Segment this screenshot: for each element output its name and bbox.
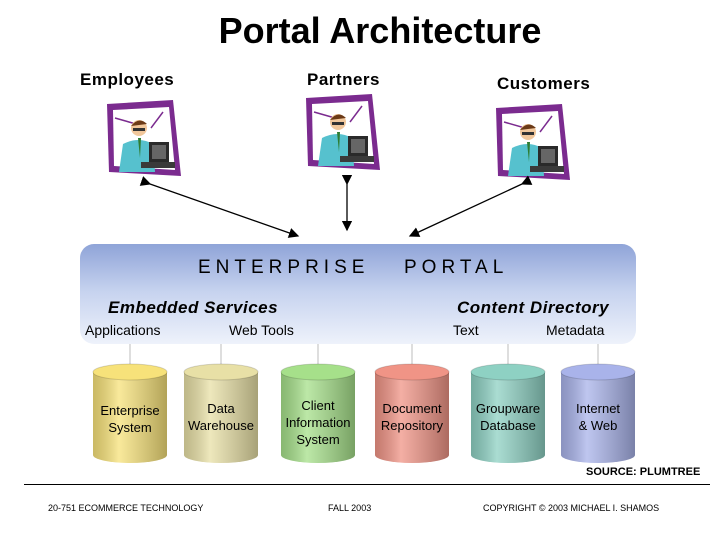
enterprise-portal-band [80, 244, 636, 344]
groupware-database-label: Groupware Database [475, 401, 541, 433]
client-information-system-cylinder [280, 363, 356, 463]
customers-label: Customers [497, 74, 591, 93]
document-repository-cylinder [374, 363, 450, 463]
embedded-services-heading: Embedded Services [108, 298, 279, 317]
enterprise-system-cylinder [92, 363, 168, 463]
employees-arrow [139, 176, 300, 238]
footer-course: 20-751 ECOMMERCE TECHNOLOGY [48, 503, 204, 513]
footer-divider [24, 484, 710, 485]
text-label: Text [453, 322, 479, 338]
document-repository-label: Document Repository [380, 401, 444, 433]
footer-copyright: COPYRIGHT © 2003 MICHAEL I. SHAMOS [483, 503, 660, 513]
client-information-system-label: Client Information System [285, 398, 351, 447]
enterprise-system-label: Enterprise System [100, 403, 160, 435]
portal-word: PORTAL [404, 257, 509, 278]
data-warehouse-cylinder [183, 363, 259, 463]
source-note: SOURCE: PLUMTREE [586, 466, 701, 478]
enterprise-word: ENTERPRISE [198, 257, 370, 278]
footer-term: FALL 2003 [328, 503, 372, 513]
metadata-label: Metadata [546, 322, 605, 338]
data-warehouse-label: Data Warehouse [188, 401, 254, 433]
partner-clipart-icon [306, 94, 380, 170]
diagram-title: Portal Architecture [218, 10, 542, 51]
groupware-database-cylinder [470, 363, 546, 463]
partners-label: Partners [307, 70, 380, 89]
internet-web-cylinder [560, 363, 636, 463]
employees-label: Employees [80, 70, 175, 89]
employee-clipart-icon [107, 100, 181, 176]
customers-arrow [408, 175, 533, 237]
applications-label: Applications [85, 322, 161, 338]
internet-web-label: Internet & Web [575, 401, 621, 433]
customer-clipart-icon [496, 104, 570, 180]
web-tools-label: Web Tools [229, 322, 294, 338]
content-directory-heading: Content Directory [457, 298, 610, 317]
